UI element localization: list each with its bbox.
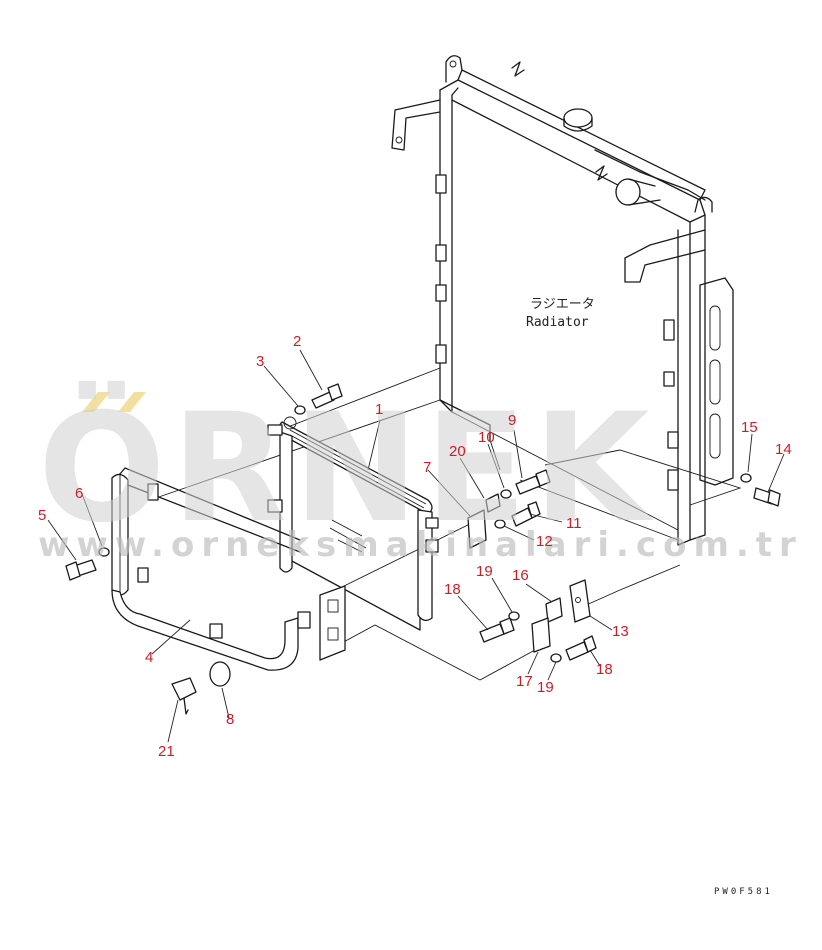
- callout-16: 16: [512, 567, 529, 584]
- callout-8: 8: [226, 711, 234, 728]
- callout-19-lower: 19: [537, 679, 554, 696]
- leader-lines: [47, 349, 785, 743]
- callout-1: 1: [375, 401, 383, 418]
- assembly-guide-lines: [149, 367, 681, 681]
- callout-6: 6: [75, 485, 83, 502]
- callout-11: 11: [566, 515, 582, 532]
- callout-18-upper: 18: [444, 581, 461, 598]
- callout-2: 2: [293, 333, 301, 350]
- callout-17: 17: [516, 673, 533, 690]
- watermark-main: ÖRNEK: [38, 380, 655, 556]
- callout-20: 20: [449, 443, 466, 460]
- callout-numbers: 1 2 3 4 5 6 7 8 9 10 11 12 13 14 15 16 1…: [38, 333, 792, 760]
- fasteners: [65, 383, 781, 715]
- callout-18-lower: 18: [596, 661, 613, 678]
- callout-5: 5: [38, 507, 46, 524]
- callout-7: 7: [423, 459, 431, 476]
- callout-4: 4: [145, 649, 153, 666]
- callout-9: 9: [508, 412, 516, 429]
- radiator-frame: [391, 55, 742, 546]
- watermark-url: www.orneksmakinalari.com.tr: [38, 525, 803, 565]
- callout-13: 13: [612, 623, 629, 640]
- callout-14: 14: [775, 441, 792, 458]
- callout-12: 12: [536, 533, 553, 550]
- radiator-label-jp: ラジエータ: [530, 297, 595, 312]
- callout-10: 10: [478, 429, 495, 446]
- radiator-label-en: Radiator: [526, 315, 589, 330]
- guard-frame: [111, 467, 346, 671]
- callout-21: 21: [158, 743, 175, 760]
- callout-3: 3: [256, 353, 264, 370]
- radiator-label: ラジエータ Radiator: [526, 297, 595, 330]
- callout-15: 15: [741, 419, 758, 436]
- watermark: ÖRNEK www.orneksmakinalari.com.tr: [38, 380, 803, 565]
- oil-cooler: [267, 416, 439, 631]
- callout-19-upper: 19: [476, 563, 493, 580]
- drawing-code: PW0F581: [714, 887, 773, 897]
